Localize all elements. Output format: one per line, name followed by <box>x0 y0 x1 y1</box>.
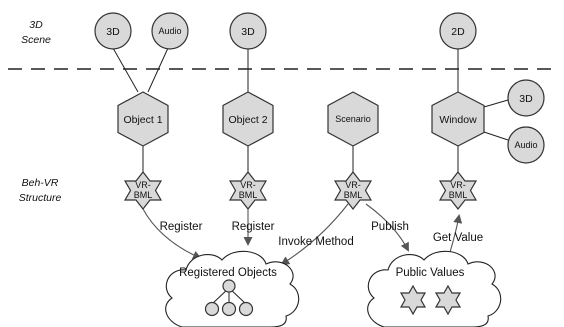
vrbml-3-line1: VR- <box>345 180 361 190</box>
scene-2d-label: 2D <box>451 26 465 38</box>
invoke-method-label: Invoke Method <box>278 236 353 248</box>
register-label-1: Register <box>160 221 203 233</box>
window-label: Window <box>439 114 477 126</box>
get-value-label: Get Value <box>433 232 483 244</box>
scene-label-line2: Scene <box>21 34 51 46</box>
public-value-star-1 <box>399 284 427 316</box>
window-3d-label: 3D <box>519 93 533 105</box>
edge-3d-object1 <box>112 47 139 93</box>
object1-label: Object 1 <box>123 114 162 126</box>
vrbml-2-line1: VR- <box>240 180 256 190</box>
invoke-method-arrow <box>280 203 349 266</box>
structure-label-line2: Structure <box>19 192 62 204</box>
edge-audio-object1 <box>147 47 169 93</box>
public-values-label: Public Values <box>396 267 465 279</box>
vrbml-3-line2: BML <box>344 190 363 200</box>
scene-3d-node <box>94 12 132 50</box>
vrbml-star-3 <box>333 171 373 210</box>
vrbml-1-line2: BML <box>134 190 153 200</box>
object-tree-icon <box>204 279 254 317</box>
public-values-cloud <box>367 250 502 327</box>
edge-window-audio <box>483 131 509 141</box>
publish-arrow <box>365 203 409 252</box>
window-3d-node <box>507 79 545 117</box>
vrbml-star-4 <box>438 171 478 210</box>
edge-window-3d <box>483 99 509 108</box>
window-audio-node <box>507 126 545 164</box>
public-value-star-2 <box>434 284 462 316</box>
scene-3d-node-2 <box>229 12 267 50</box>
register-label-2: Register <box>232 221 275 233</box>
scene-label-line1: 3D <box>29 19 43 31</box>
object2-hexagon <box>222 91 274 147</box>
scene-2d-node <box>439 12 477 50</box>
scene-audio-node <box>151 12 189 50</box>
scene-3d-label-2: 3D <box>241 26 255 38</box>
scenario-label: Scenario <box>335 114 371 124</box>
vrbml-1-line1: VR- <box>135 180 151 190</box>
scenario-hexagon <box>327 91 379 147</box>
window-audio-label: Audio <box>514 140 537 150</box>
scene-audio-label: Audio <box>158 26 181 36</box>
object2-label: Object 2 <box>228 114 267 126</box>
structure-label-line1: Beh-VR <box>22 177 59 189</box>
object1-hexagon <box>117 91 169 147</box>
vrbml-4-line1: VR- <box>450 180 466 190</box>
vrbml-4-line2: BML <box>449 190 468 200</box>
window-hexagon <box>431 91 485 147</box>
get-value-arrow <box>449 214 463 253</box>
register-arrow-1 <box>142 208 202 260</box>
scene-3d-label: 3D <box>106 26 120 38</box>
publish-label: Publish <box>371 221 409 233</box>
registered-objects-label: Registered Objects <box>179 267 277 279</box>
vrbml-2-line2: BML <box>239 190 258 200</box>
